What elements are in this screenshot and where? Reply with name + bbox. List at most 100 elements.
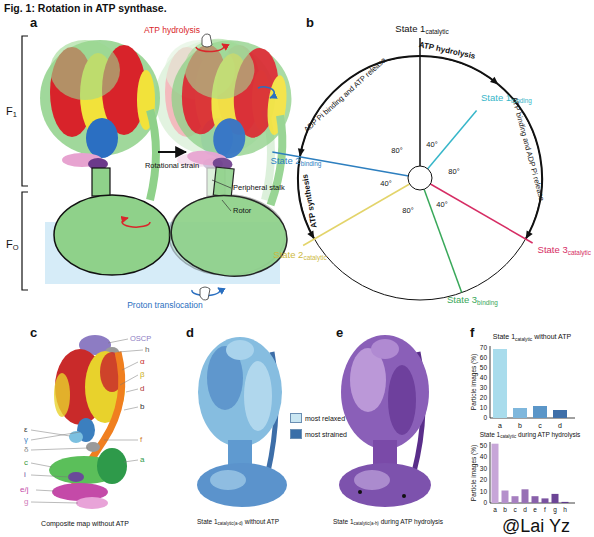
- state-label-group: State 3binding: [447, 295, 498, 306]
- panel-caption: catalytic(a-h): [354, 521, 379, 526]
- legend-text: most strained: [305, 431, 347, 438]
- domain-label-group: F1: [6, 106, 17, 119]
- subunit-label: b: [140, 402, 144, 411]
- strain-arrow: [158, 151, 186, 153]
- axis-title-group: Particle images (%): [471, 445, 478, 501]
- leader-line: [31, 448, 88, 450]
- category-label: f: [544, 505, 546, 512]
- rotation-arrow: [258, 87, 274, 98]
- domain-label: F: [6, 238, 13, 250]
- cycle-arc: [420, 56, 498, 85]
- chart-title: without ATP: [534, 333, 571, 340]
- density-map: [198, 337, 282, 447]
- panel-letter: d: [186, 325, 194, 340]
- tick-label: 0: [483, 414, 487, 421]
- tick-label: 0: [483, 499, 487, 506]
- angle-label: 80°: [391, 146, 402, 155]
- panel-caption: State 1: [197, 518, 218, 525]
- part-label-group: Peripheral stalk: [233, 184, 285, 192]
- leader-line: [118, 350, 143, 352]
- process-label: Proton translocation: [127, 300, 203, 310]
- state-ray: [303, 178, 420, 246]
- density-speck: [402, 494, 406, 498]
- category-label-group: a: [498, 422, 502, 429]
- hand-icon: [202, 34, 212, 47]
- tick-label-group: 30: [480, 385, 487, 392]
- leader-line: [108, 339, 128, 343]
- category-label: c: [513, 505, 516, 512]
- tick-label: 10: [480, 404, 487, 411]
- panel-letter: e: [336, 325, 343, 340]
- state-ray: [420, 111, 477, 178]
- panel-caption-group: State 1catalytic(a-d)without ATP: [197, 519, 279, 527]
- bar: [522, 489, 529, 503]
- subunit-label-group: γ: [24, 436, 28, 444]
- subunit-label-group: α: [140, 358, 145, 366]
- leader-line: [31, 502, 78, 503]
- bar: [553, 410, 567, 418]
- state-label: binding: [301, 160, 322, 167]
- bar: [542, 498, 549, 503]
- subunit-label: d: [140, 384, 144, 393]
- domain-label: O: [13, 243, 19, 252]
- bar: [492, 444, 499, 503]
- tick-label-group: 10: [480, 488, 487, 495]
- bar: [533, 406, 547, 418]
- state-label: catalytic: [303, 254, 326, 261]
- category-label: a: [493, 505, 497, 512]
- panel-caption: catalytic(a-d): [218, 521, 243, 526]
- panel-caption-group: State 1catalytic(a-h)during ATP hydrolys…: [333, 519, 443, 527]
- density-patch: [388, 365, 416, 435]
- density-map: [341, 335, 429, 449]
- legend-swatch: [290, 413, 302, 423]
- state-label: State 2: [271, 155, 301, 166]
- angle-label: 40°: [380, 179, 391, 188]
- density-map: [339, 463, 431, 507]
- axis-title: Particle images (%): [470, 354, 477, 410]
- subunit-label-group: g: [24, 498, 28, 506]
- part-label-group: Rotor: [233, 207, 251, 215]
- domain-label: 1: [13, 110, 17, 119]
- tick-label: 10: [480, 487, 487, 494]
- state-label: catalytic: [568, 249, 591, 256]
- state-label: State 3: [538, 244, 568, 255]
- panel-letter: b: [306, 15, 314, 30]
- category-label-group: e: [533, 506, 537, 513]
- leader-lines: [31, 339, 143, 503]
- watermark-group: @Lai Yz: [502, 517, 570, 535]
- arrow-head: [490, 77, 498, 85]
- subunit-label: e/j: [20, 485, 28, 494]
- density-map: [197, 463, 287, 507]
- state-ray: [420, 178, 533, 243]
- tick-label: 60: [480, 354, 487, 361]
- bar: [513, 408, 527, 418]
- chart-title: catalytic: [500, 434, 516, 439]
- subunit-label: OSCP: [130, 334, 151, 343]
- leader-line: [36, 490, 54, 491]
- subunit-label: i: [24, 470, 26, 479]
- process-label-group: Proton translocation: [127, 301, 203, 310]
- angle-label-group: 40°: [436, 201, 447, 209]
- arrow-head: [526, 230, 533, 239]
- subunit-label: δ: [24, 445, 28, 454]
- delta-subunit: [86, 442, 100, 452]
- arrow-label: Rotational strain: [145, 161, 199, 170]
- category-label-group: d: [523, 506, 527, 513]
- category-label-group: g: [553, 506, 557, 513]
- state-label-group: State 1catalytic: [395, 24, 448, 35]
- tick-label: 40: [480, 374, 487, 381]
- panel-letter-group: a: [30, 16, 37, 29]
- tick-label-group: 50: [480, 365, 487, 372]
- legend: most relaxedmost strained: [290, 413, 347, 445]
- subunit-label-group: e/j: [20, 486, 28, 494]
- figure-title: Fig. 1: Rotation in ATP synthase.: [4, 2, 167, 14]
- leader-line: [124, 460, 138, 462]
- panel-letter-group: b: [306, 16, 314, 29]
- category-label: d: [523, 505, 527, 512]
- state-ray: [419, 38, 421, 178]
- panel-caption: State 1: [333, 518, 354, 525]
- density-patch: [210, 470, 246, 490]
- tick-label-group: 10: [480, 405, 487, 412]
- tick-label-group: 40: [480, 375, 487, 382]
